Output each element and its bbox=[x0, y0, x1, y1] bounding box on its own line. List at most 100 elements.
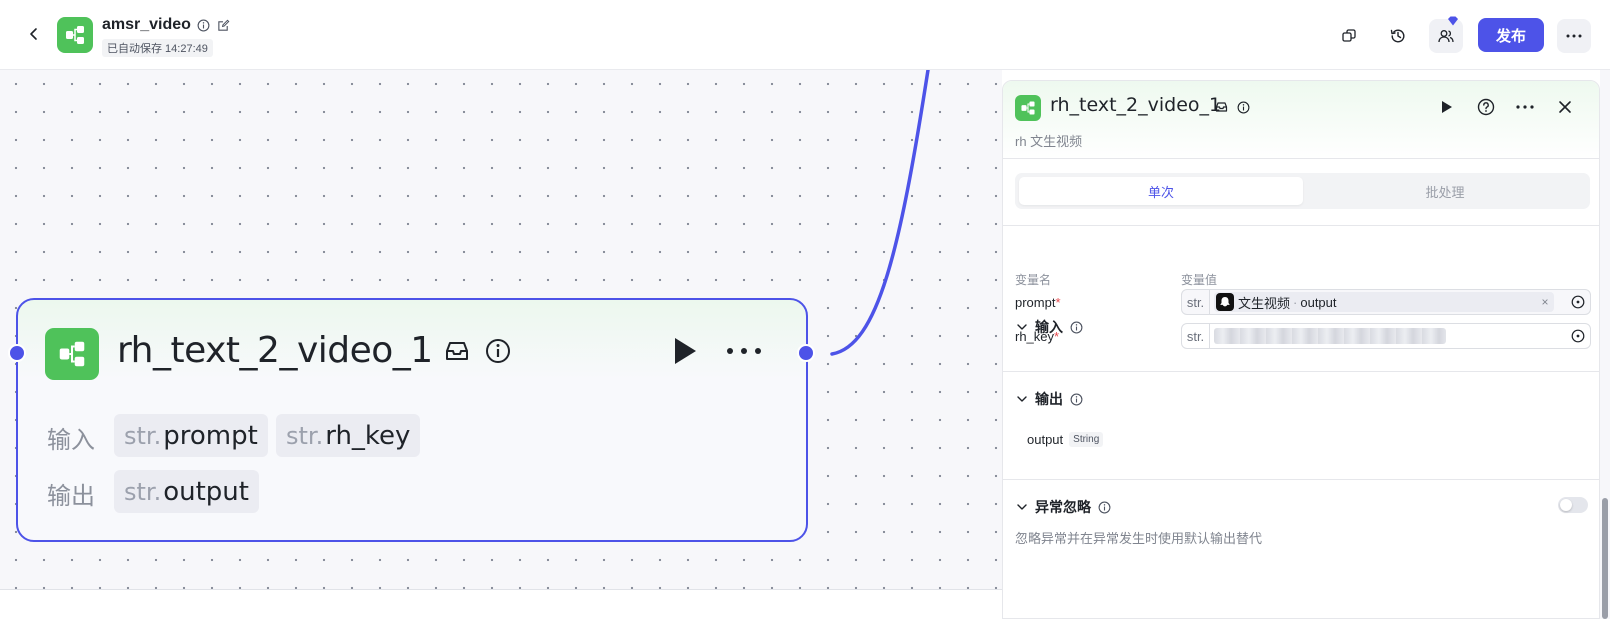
panel-more-button[interactable] bbox=[1513, 95, 1537, 119]
node-storage-button[interactable] bbox=[442, 336, 472, 366]
node-input-tag: str.prompt bbox=[114, 414, 268, 457]
edit-icon[interactable] bbox=[217, 18, 231, 32]
scrollbar-thumb[interactable] bbox=[1602, 498, 1608, 619]
node-info-button[interactable] bbox=[483, 336, 513, 366]
close-icon bbox=[1559, 101, 1571, 113]
ghost-app-icon bbox=[1216, 293, 1234, 311]
workflow-icon bbox=[59, 341, 85, 367]
info-icon[interactable] bbox=[1097, 500, 1111, 514]
chevron-down-icon bbox=[1015, 392, 1029, 406]
target-icon bbox=[1571, 329, 1585, 343]
canvas-bottom-bar bbox=[0, 589, 1002, 619]
divider bbox=[1003, 479, 1599, 480]
node-title: rh_text_2_video_1 bbox=[117, 330, 433, 371]
column-header-value: 变量值 bbox=[1181, 273, 1218, 287]
input-section-header[interactable]: 输入 bbox=[1015, 317, 1083, 337]
output-item: output String bbox=[1027, 432, 1104, 447]
node-more-button[interactable] bbox=[724, 336, 764, 366]
target-icon bbox=[1571, 295, 1585, 309]
top-bar: amsr_video 已自动保存 14:27:49 发布 bbox=[0, 0, 1610, 70]
panel-help-button[interactable] bbox=[1474, 95, 1498, 119]
node-input-label: 输入 bbox=[47, 426, 95, 454]
output-section-header[interactable]: 输出 bbox=[1015, 389, 1083, 409]
chevron-left-icon bbox=[30, 28, 37, 40]
variable-reference-chip[interactable]: 文生视频 · output bbox=[1214, 292, 1554, 312]
panel-title: rh_text_2_video_1 bbox=[1050, 94, 1222, 116]
info-icon bbox=[1237, 101, 1249, 113]
tab-batch[interactable]: 批处理 bbox=[1425, 184, 1465, 200]
exception-section-title: 异常忽略 bbox=[1035, 499, 1091, 515]
toggle-knob bbox=[1560, 499, 1572, 511]
exception-hint: 忽略异常并在异常发生时使用默认输出替代 bbox=[1015, 531, 1263, 546]
divider bbox=[1003, 225, 1599, 226]
workflow-icon bbox=[66, 26, 84, 44]
more-menu-button[interactable] bbox=[1557, 19, 1591, 53]
app-logo bbox=[57, 17, 93, 53]
users-icon bbox=[1438, 30, 1454, 43]
output-type-badge: String bbox=[1069, 432, 1104, 447]
column-header-name: 变量名 bbox=[1015, 273, 1052, 287]
node-run-button[interactable] bbox=[670, 336, 700, 366]
variable-picker-button[interactable] bbox=[1570, 328, 1586, 344]
node-config-panel: rh_text_2_video_1 rh 文生视频 单次 批处理 输入 变量名 … bbox=[1002, 80, 1600, 619]
autosave-status: 已自动保存 14:27:49 bbox=[102, 39, 213, 57]
panel-description: rh 文生视频 bbox=[1015, 134, 1083, 149]
tab-single[interactable]: 单次 bbox=[1019, 177, 1303, 205]
output-name: output bbox=[1027, 432, 1064, 447]
panel-storage-button[interactable] bbox=[1213, 99, 1229, 115]
panel-header: rh_text_2_video_1 rh 文生视频 bbox=[1003, 81, 1599, 159]
variable-name-rh-key: rh_key* bbox=[1015, 329, 1060, 344]
copy-button[interactable] bbox=[1332, 19, 1366, 53]
more-icon bbox=[727, 348, 761, 354]
rh-key-value-field[interactable]: str. bbox=[1181, 323, 1591, 349]
node-output-port[interactable] bbox=[797, 344, 815, 362]
node-input-port[interactable] bbox=[8, 344, 26, 362]
workflow-canvas[interactable]: rh_text_2_video_1 输入 str.prompt str.rh_k… bbox=[0, 70, 1002, 589]
panel-info-button[interactable] bbox=[1235, 99, 1251, 115]
panel-node-icon bbox=[1015, 95, 1041, 121]
node-output-label: 输出 bbox=[47, 482, 95, 510]
play-icon bbox=[675, 338, 696, 364]
panel-run-button[interactable] bbox=[1435, 95, 1459, 119]
variable-picker-button[interactable] bbox=[1570, 294, 1586, 310]
info-icon[interactable] bbox=[197, 18, 211, 32]
publish-button[interactable]: 发布 bbox=[1478, 18, 1544, 52]
panel-scrollbar[interactable] bbox=[1600, 70, 1610, 619]
input-section-title: 输入 bbox=[1035, 319, 1063, 335]
run-mode-tabs: 单次 批处理 bbox=[1015, 173, 1590, 209]
workflow-node[interactable]: rh_text_2_video_1 输入 str.prompt str.rh_k… bbox=[16, 298, 808, 542]
chevron-down-icon bbox=[1015, 320, 1029, 334]
more-icon bbox=[1566, 34, 1582, 38]
back-button[interactable] bbox=[22, 22, 46, 46]
exception-ignore-toggle[interactable] bbox=[1558, 497, 1588, 513]
history-button[interactable] bbox=[1381, 19, 1415, 53]
info-icon bbox=[486, 339, 510, 363]
node-type-icon bbox=[45, 328, 99, 380]
variable-name-prompt: prompt* bbox=[1015, 295, 1061, 310]
more-icon bbox=[1516, 105, 1534, 109]
workflow-icon bbox=[1021, 101, 1035, 115]
connection-edge[interactable] bbox=[0, 70, 1002, 589]
collaborators-button[interactable] bbox=[1429, 16, 1463, 53]
prompt-value-field[interactable]: str. 文生视频 · output × bbox=[1181, 289, 1591, 315]
app-title-row: amsr_video bbox=[102, 16, 231, 34]
value-type-label: str. bbox=[1182, 290, 1210, 314]
history-icon bbox=[1390, 29, 1405, 43]
clear-reference-button[interactable]: × bbox=[1541, 295, 1549, 309]
help-icon bbox=[1477, 98, 1495, 116]
play-icon bbox=[1442, 101, 1452, 113]
info-icon[interactable] bbox=[1069, 320, 1083, 334]
info-icon[interactable] bbox=[1069, 392, 1083, 406]
inbox-icon bbox=[446, 342, 468, 360]
app-title: amsr_video bbox=[102, 16, 191, 33]
copy-icon bbox=[1342, 29, 1356, 42]
panel-close-button[interactable] bbox=[1553, 95, 1577, 119]
redacted-value bbox=[1214, 328, 1446, 344]
chevron-down-icon bbox=[1015, 500, 1029, 514]
premium-badge-icon bbox=[1448, 16, 1458, 26]
output-section-title: 输出 bbox=[1035, 391, 1063, 407]
inbox-icon bbox=[1215, 102, 1227, 112]
node-output-tag: str.output bbox=[114, 470, 259, 513]
value-type-label: str. bbox=[1182, 324, 1210, 348]
exception-section-header[interactable]: 异常忽略 bbox=[1015, 497, 1111, 517]
